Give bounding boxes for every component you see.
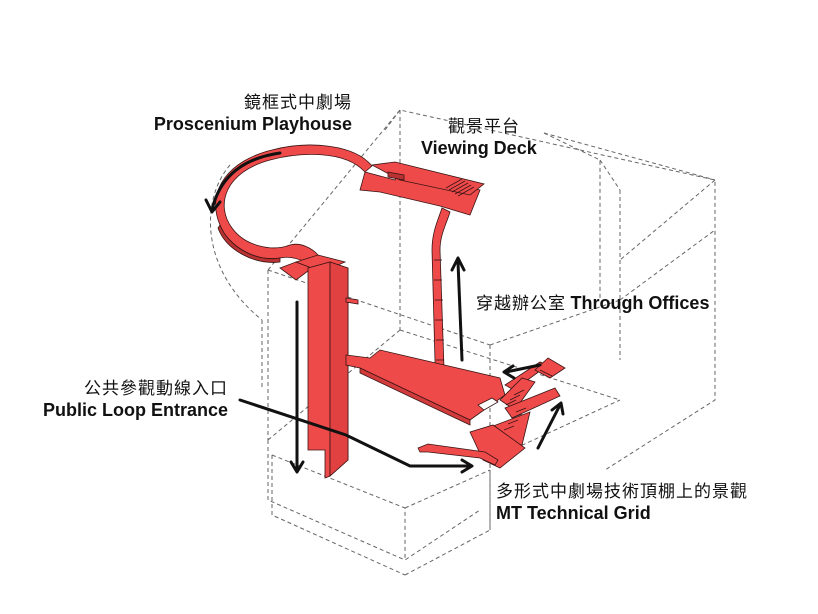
label-proscenium-en: Proscenium Playhouse bbox=[153, 113, 352, 134]
mt-grid-stair-treads bbox=[503, 369, 553, 431]
label-through-offices-en: Through Offices bbox=[570, 293, 710, 313]
label-public-loop-zh: 公共參觀動線入口 bbox=[84, 379, 228, 399]
label-mt-grid-en: MT Technical Grid bbox=[496, 502, 651, 523]
through-offices-arrow bbox=[450, 256, 466, 362]
label-through-offices-zh: 穿越辦公室 bbox=[476, 294, 566, 314]
mt-grid-arrow bbox=[536, 401, 565, 450]
offices-return-arrow bbox=[502, 363, 542, 380]
label-viewing-deck: 觀景平台 Viewing Deck bbox=[421, 117, 537, 158]
label-proscenium-zh: 鏡框式中劇場 bbox=[244, 93, 352, 113]
label-proscenium: 鏡框式中劇場 Proscenium Playhouse bbox=[150, 93, 352, 134]
label-public-loop-en: Public Loop Entrance bbox=[42, 399, 228, 420]
label-mt-grid-zh: 多形式中劇場技術頂棚上的景觀 bbox=[496, 482, 748, 502]
viewing-deck bbox=[359, 161, 485, 399]
descend-arrow bbox=[289, 300, 305, 474]
label-mt-grid: 多形式中劇場技術頂棚上的景觀 MT Technical Grid bbox=[496, 482, 748, 523]
office-floor-plate bbox=[345, 349, 506, 426]
proscenium-arrow bbox=[204, 151, 282, 214]
proscenium-loop bbox=[215, 144, 373, 263]
label-viewing-deck-en: Viewing Deck bbox=[421, 137, 537, 158]
label-viewing-deck-zh: 觀景平台 bbox=[448, 117, 520, 137]
public-loop-arrow bbox=[238, 398, 474, 474]
label-public-loop: 公共參觀動線入口 Public Loop Entrance bbox=[20, 379, 228, 420]
label-through-offices: 穿越辦公室 Through Offices bbox=[476, 293, 709, 315]
vertical-core bbox=[279, 254, 359, 479]
viewing-deck-stairs bbox=[387, 171, 475, 197]
mt-grid-stairs bbox=[417, 357, 566, 469]
